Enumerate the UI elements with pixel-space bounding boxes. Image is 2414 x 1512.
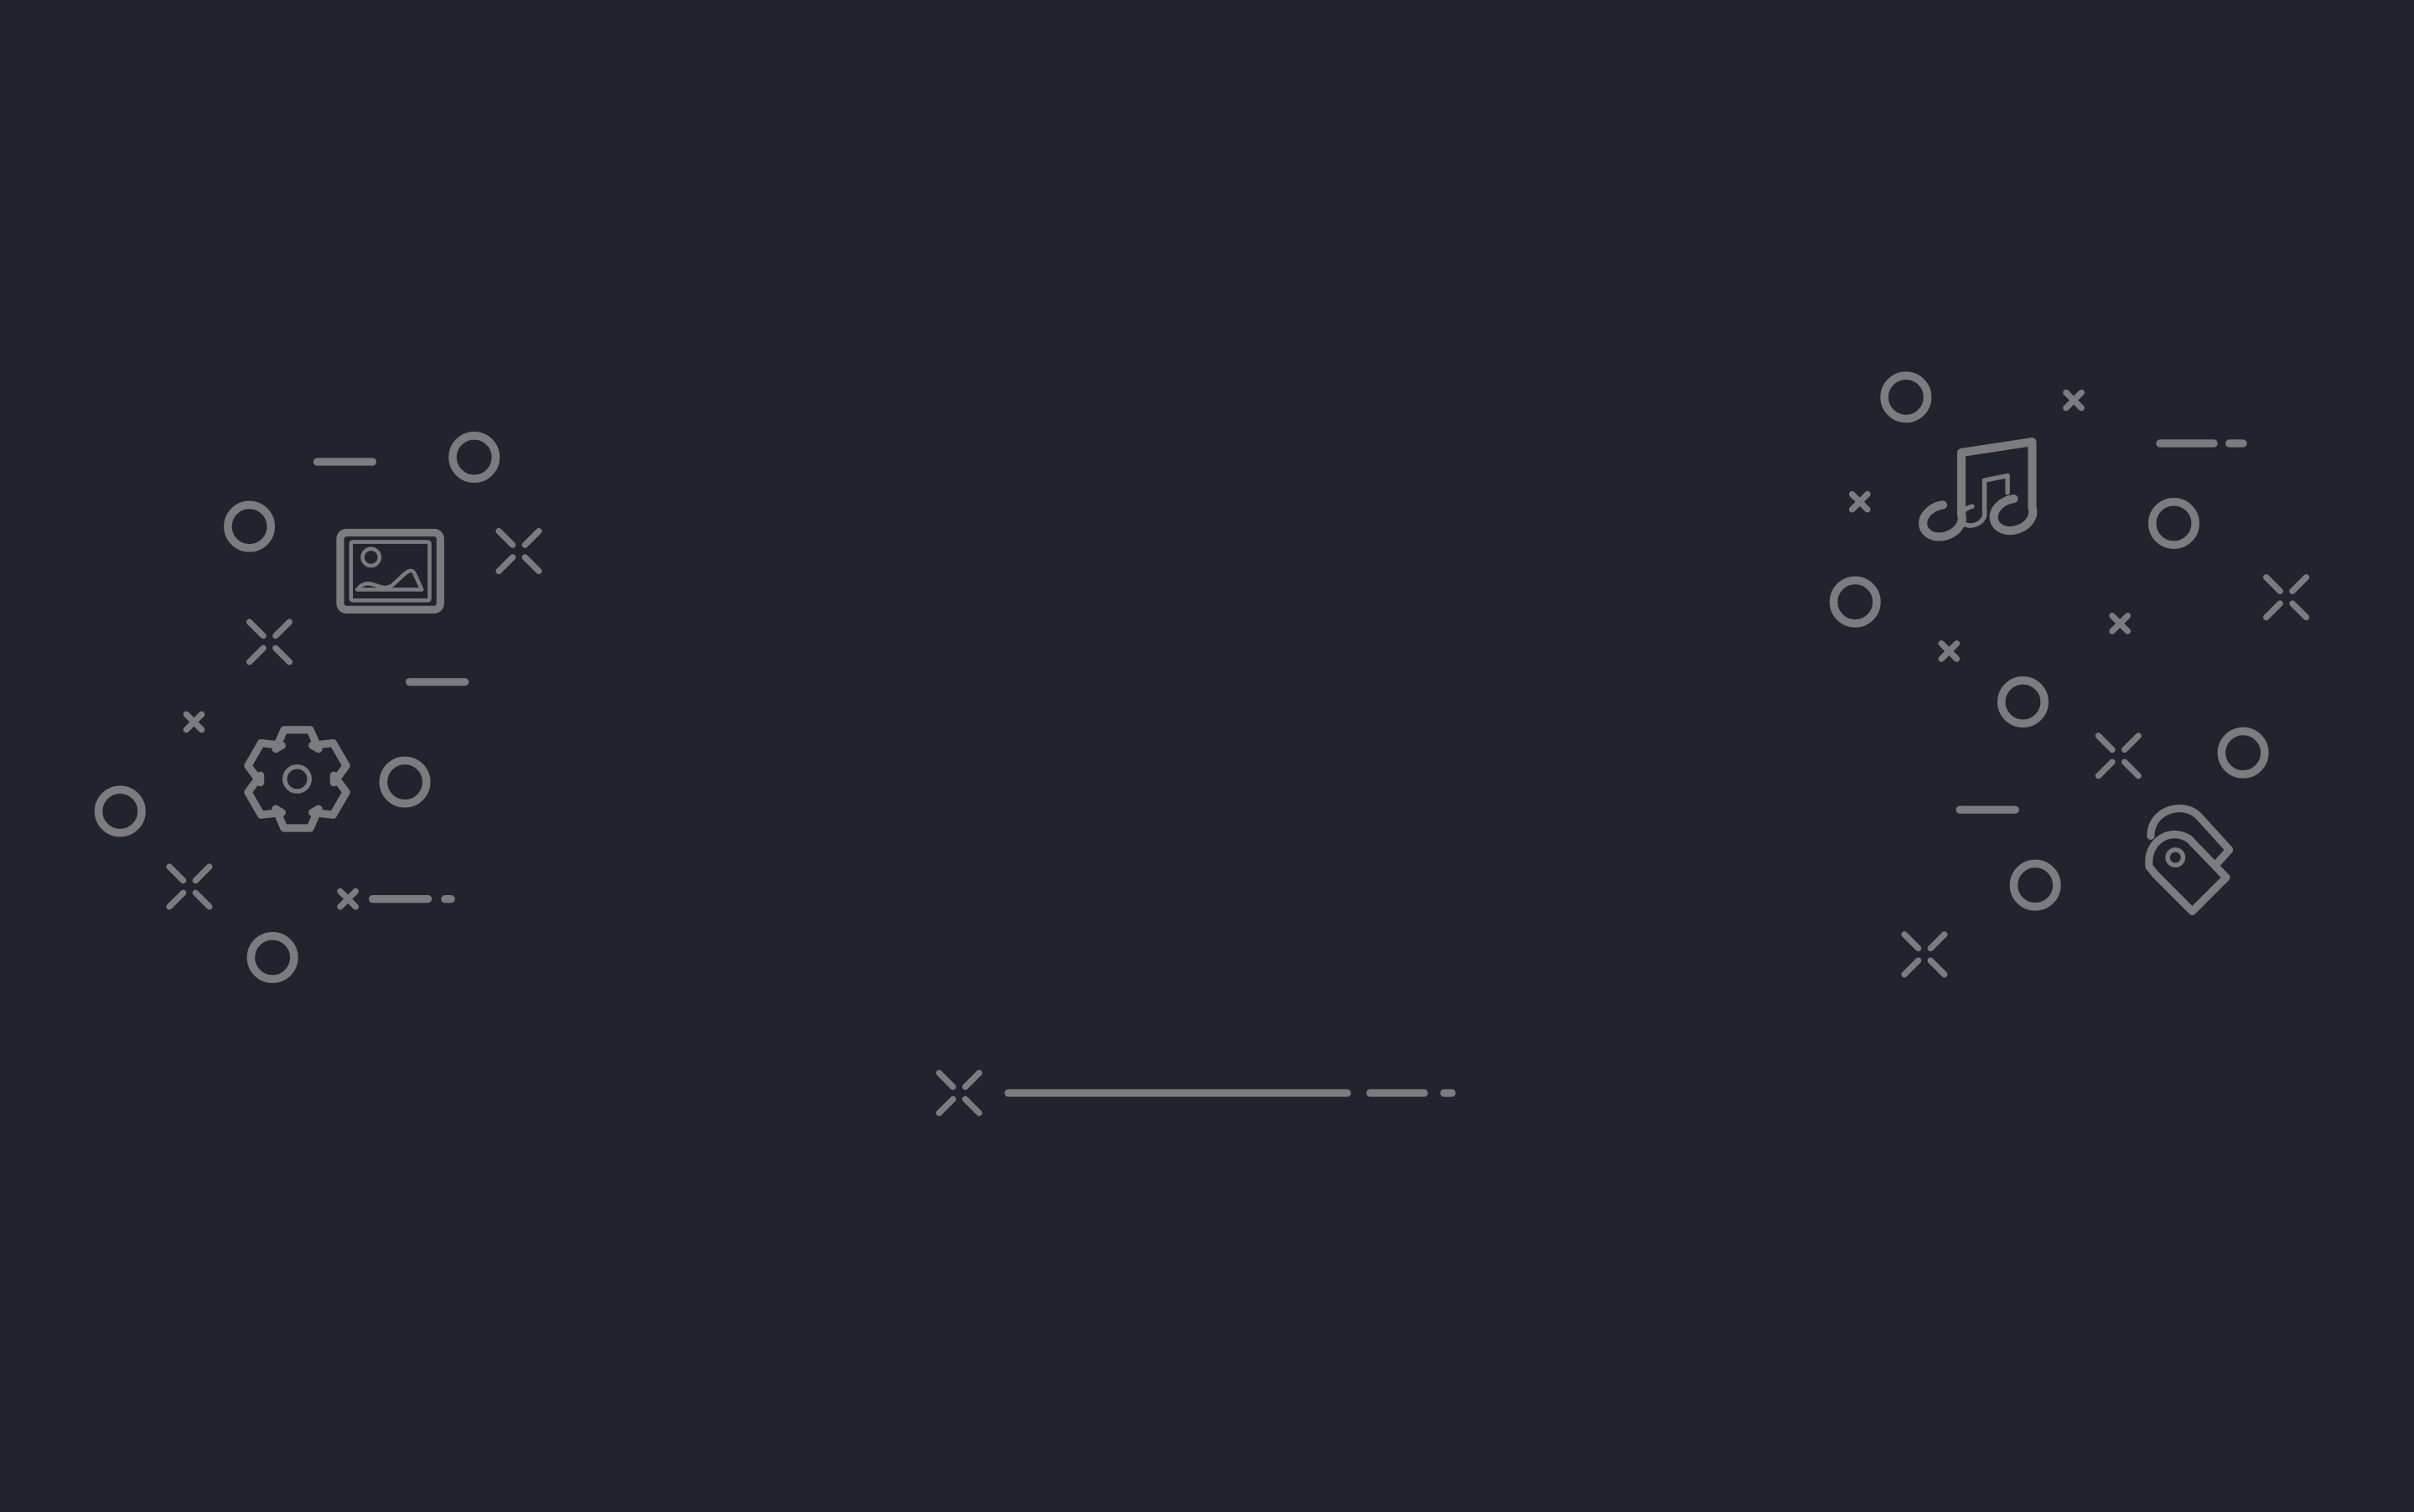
decor-circle bbox=[1997, 676, 2049, 728]
decor-cross bbox=[1848, 490, 1871, 513]
tag-icon bbox=[2145, 805, 2234, 915]
decor-sparkle bbox=[2095, 733, 2142, 779]
right-illustration-cluster bbox=[1829, 371, 2310, 978]
image-icon bbox=[336, 528, 444, 614]
decor-circle bbox=[246, 931, 298, 983]
decor-circle bbox=[94, 785, 146, 837]
decor-cross bbox=[2109, 613, 2132, 634]
loading-indicator bbox=[935, 1069, 1456, 1116]
decor-sparkle bbox=[246, 619, 293, 665]
decor-cross bbox=[337, 888, 359, 910]
decor-circle bbox=[2147, 498, 2199, 549]
decor-cross bbox=[1938, 640, 1961, 662]
decor-circle bbox=[2009, 859, 2061, 911]
decor-sparkle bbox=[1901, 931, 1948, 978]
decor-circle bbox=[1829, 576, 1881, 628]
decor-circle bbox=[379, 756, 431, 808]
decor-circle bbox=[224, 500, 276, 552]
decor-cross bbox=[183, 711, 205, 733]
gear-icon bbox=[244, 726, 350, 832]
decor-sparkle bbox=[166, 863, 213, 910]
decor-circle bbox=[2217, 727, 2269, 779]
music-note-icon bbox=[1919, 438, 2038, 541]
sparkle-icon bbox=[935, 1069, 982, 1116]
left-illustration-cluster bbox=[94, 432, 542, 983]
decor-circle bbox=[448, 432, 500, 483]
decor-sparkle bbox=[2263, 574, 2310, 621]
decor-cross bbox=[2063, 389, 2085, 412]
decor-sparkle bbox=[495, 528, 542, 575]
decor-circle bbox=[1880, 371, 1932, 423]
